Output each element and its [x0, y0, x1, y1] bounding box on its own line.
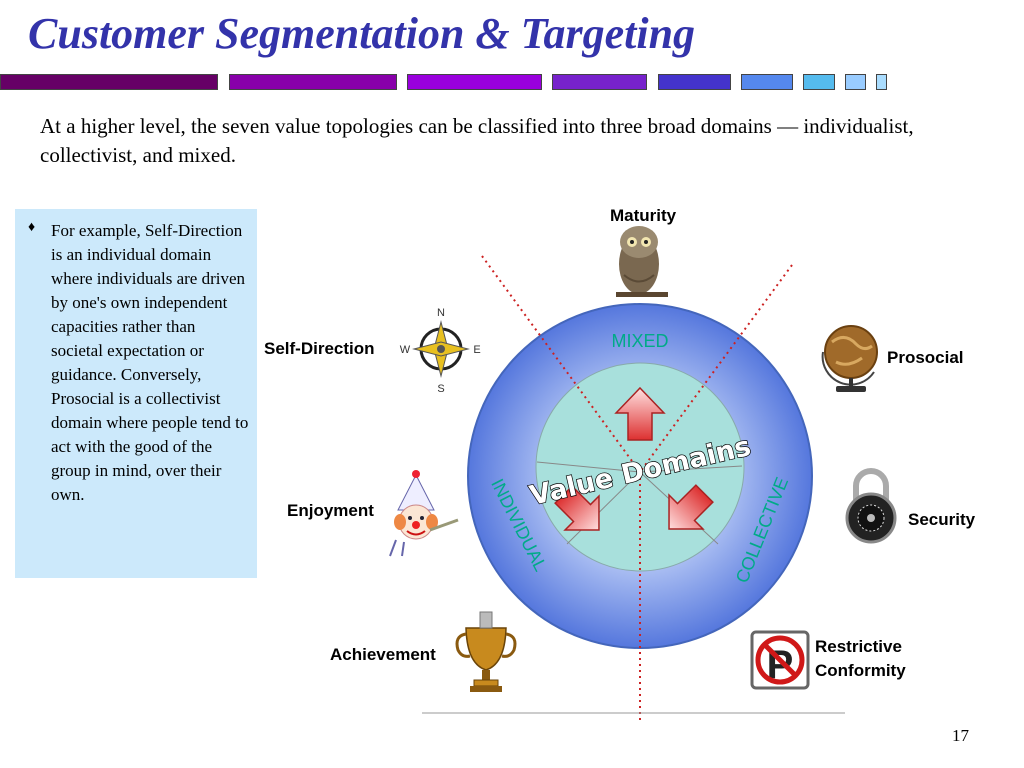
compass-icon: N S E W: [400, 307, 481, 395]
value-label-restrictive: Restrictive: [815, 637, 902, 656]
slide-title: Customer Segmentation & Targeting: [28, 9, 696, 58]
page-number: 17: [952, 726, 969, 745]
header-bar-1: [0, 74, 218, 90]
trophy-icon: [455, 611, 517, 692]
value-label-achievement: Achievement: [330, 645, 436, 664]
value-label-self-direction: Self-Direction: [264, 339, 375, 358]
header-bar-4: [552, 74, 647, 90]
header-bar-5: [658, 74, 731, 90]
arrow-up-icon: [614, 386, 666, 441]
dotted-divider-right: [639, 264, 793, 473]
intro-text: At a higher level, the seven value topol…: [40, 114, 914, 167]
inner-divider-left: [566, 471, 641, 545]
globe-icon: [821, 325, 878, 392]
inner-divider-top-right: [639, 465, 743, 473]
value-label-maturity: Maturity: [610, 206, 677, 225]
arrow-down-right-icon: [668, 484, 714, 530]
header-bar-3: [407, 74, 542, 90]
bullet-diamond-icon: ♦: [28, 220, 36, 235]
header-bar-9: [876, 74, 887, 90]
value-label-security: Security: [908, 510, 976, 529]
dotted-divider-left: [481, 255, 641, 473]
value-label-enjoyment: Enjoyment: [287, 501, 374, 520]
padlock-icon: [845, 468, 897, 544]
header-bar-6: [741, 74, 793, 90]
clown-icon: [389, 470, 459, 557]
owl-icon: [616, 226, 668, 297]
header-bar-7: [803, 74, 835, 90]
svg-text:S: S: [437, 383, 444, 395]
svg-text:E: E: [473, 344, 480, 356]
note-box: ♦ For example, Self-Direction is an indi…: [15, 209, 257, 578]
no-parking-sign-icon: P: [750, 630, 810, 690]
arrow-down-left-icon: [554, 485, 600, 531]
header-bar-8: [845, 74, 866, 90]
domain-label-mixed: MIXED: [611, 331, 668, 351]
inner-divider-top-left: [536, 461, 641, 473]
note-text: For example, Self-Direction is an indivi…: [51, 221, 249, 504]
value-label-prosocial: Prosocial: [887, 348, 964, 367]
header-bar-2: [229, 74, 397, 90]
value-label-conformity: Conformity: [815, 661, 906, 680]
svg-text:N: N: [437, 307, 445, 319]
svg-text:W: W: [400, 344, 411, 356]
